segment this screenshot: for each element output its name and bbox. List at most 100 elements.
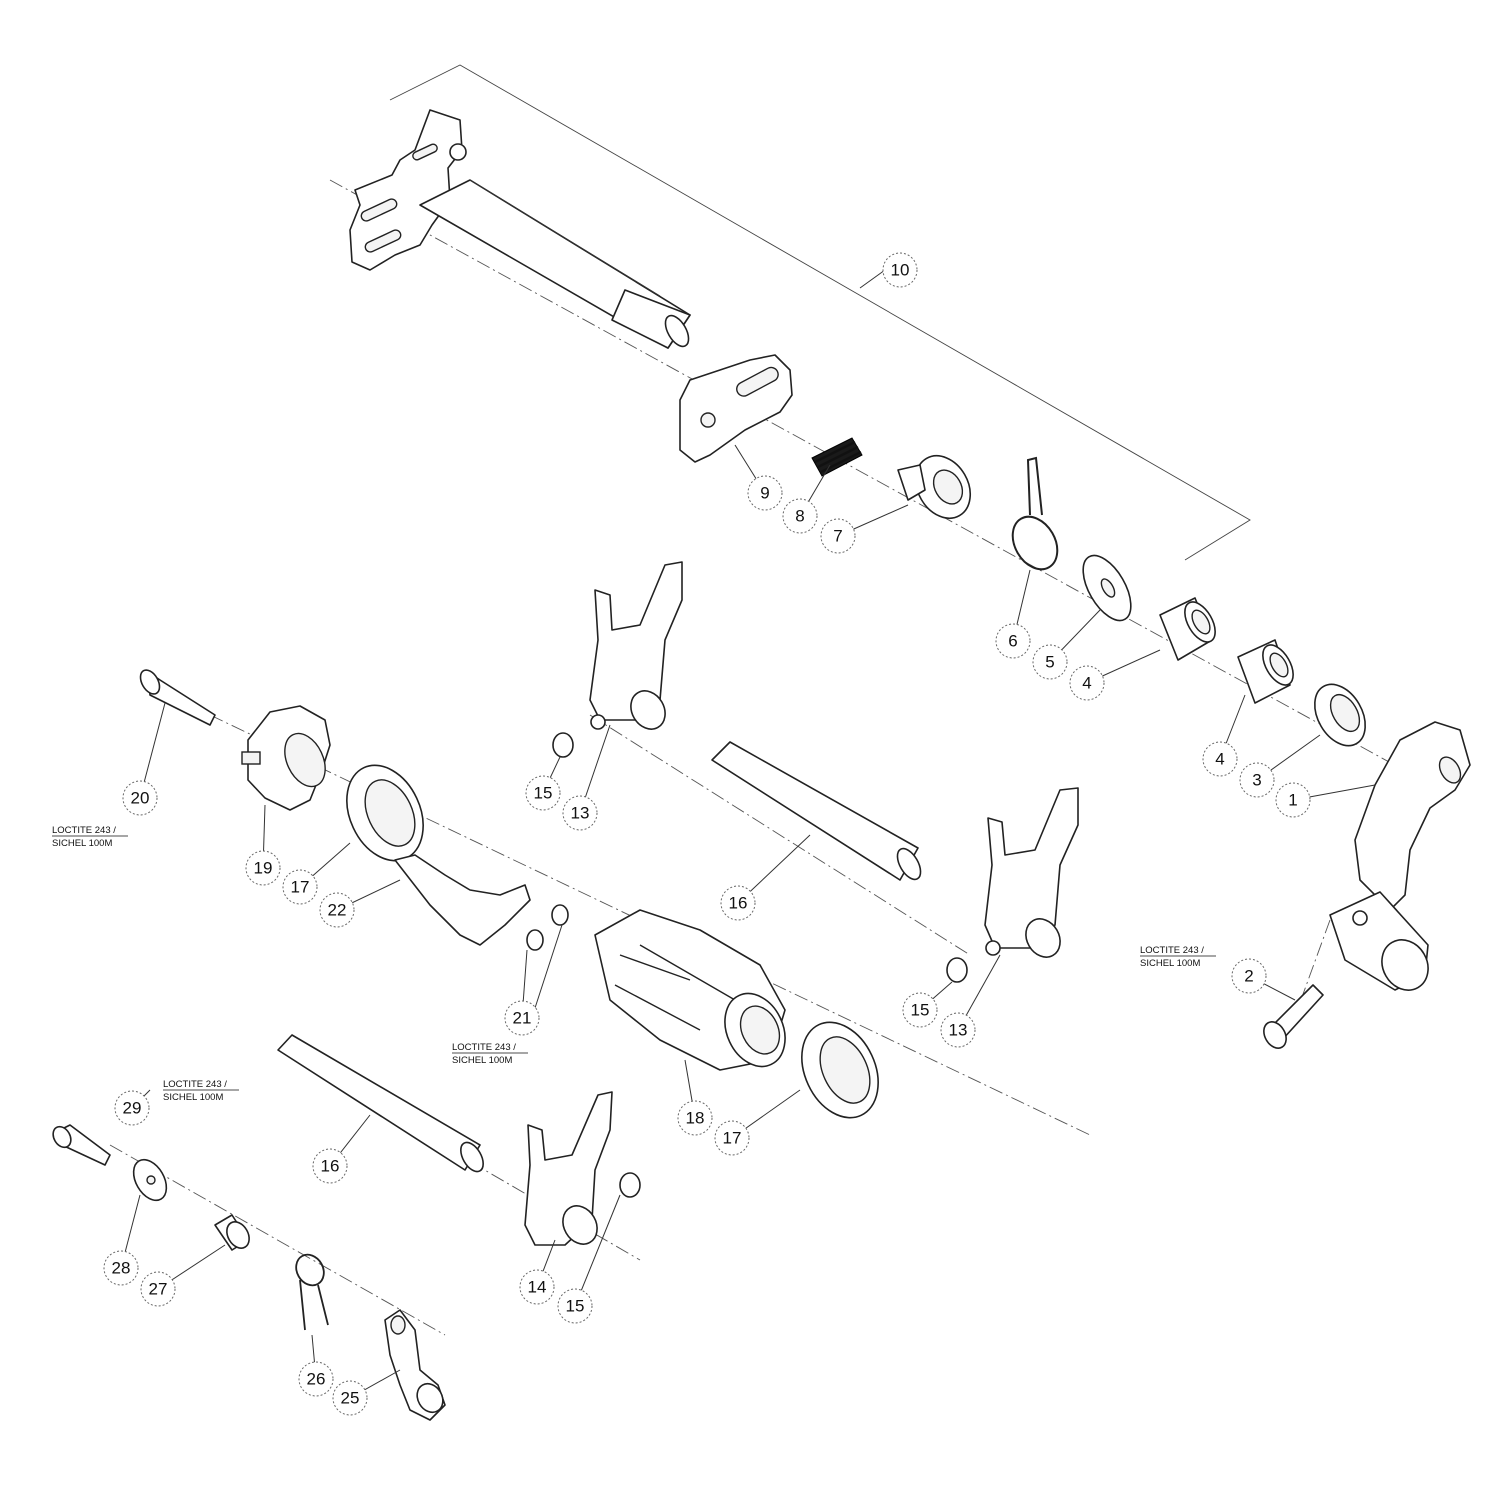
fork-rod-16b — [277, 1034, 484, 1173]
svg-text:16: 16 — [321, 1157, 340, 1176]
callout-9: 9 — [747, 475, 783, 511]
callout-26: 26 — [298, 1361, 334, 1397]
svg-text:13: 13 — [949, 1021, 968, 1040]
svg-text:13: 13 — [571, 804, 590, 823]
svg-text:17: 17 — [723, 1129, 742, 1148]
spring-8 — [811, 437, 863, 477]
washer-5 — [1082, 554, 1132, 622]
svg-text:LOCTITE 243 /: LOCTITE 243 / — [163, 1079, 227, 1090]
svg-text:SICHEL 100M: SICHEL 100M — [1140, 958, 1200, 969]
callout-27: 27 — [140, 1271, 176, 1307]
washer-28 — [132, 1158, 168, 1202]
roller-15b — [946, 957, 968, 983]
svg-text:25: 25 — [341, 1389, 360, 1408]
callout-7: 7 — [820, 518, 856, 554]
svg-text:22: 22 — [328, 901, 347, 920]
callout-18: 18 — [677, 1100, 713, 1136]
shift-drum-18 — [594, 909, 786, 1071]
shift-lever-1 — [1329, 721, 1471, 991]
svg-text:SICHEL 100M: SICHEL 100M — [52, 838, 112, 849]
loctite-note-29: LOCTITE 243 / SICHEL 100M — [163, 1079, 239, 1103]
loctite-note-20: LOCTITE 243 / SICHEL 100M — [52, 825, 128, 849]
locking-plate-22 — [394, 854, 531, 946]
screw-2 — [1263, 984, 1324, 1049]
svg-text:14: 14 — [528, 1278, 547, 1297]
svg-text:26: 26 — [307, 1370, 326, 1389]
ratchet-7 — [897, 455, 972, 519]
callout-21: 21 — [504, 1000, 540, 1036]
callouts: 10 9 8 7 6 5 4 4 3 1 2 20 19 17 22 15 13… — [103, 252, 1311, 1416]
callout-4a: 4 — [1069, 665, 1105, 701]
callout-2: 2 — [1231, 958, 1267, 994]
bolt-29 — [52, 1124, 111, 1166]
callout-29: 29 — [114, 1090, 150, 1126]
svg-text:19: 19 — [254, 859, 273, 878]
svg-text:5: 5 — [1045, 653, 1054, 672]
svg-text:7: 7 — [833, 527, 842, 546]
svg-text:29: 29 — [123, 1099, 142, 1118]
svg-text:15: 15 — [534, 784, 553, 803]
svg-text:28: 28 — [112, 1259, 131, 1278]
seal-ring-3 — [1313, 683, 1367, 747]
svg-text:16: 16 — [729, 894, 748, 913]
leader-lines — [120, 269, 1376, 1399]
callout-1: 1 — [1275, 782, 1311, 818]
svg-text:LOCTITE 243 /: LOCTITE 243 / — [452, 1042, 516, 1053]
callout-19: 19 — [245, 850, 281, 886]
shift-fork-13a — [589, 561, 683, 730]
callout-15b: 15 — [902, 992, 938, 1028]
svg-text:1: 1 — [1288, 791, 1297, 810]
bearing-17a — [346, 764, 424, 862]
callout-14: 14 — [519, 1269, 555, 1305]
loctite-note-2: LOCTITE 243 / SICHEL 100M — [1140, 945, 1216, 969]
svg-text:9: 9 — [760, 484, 769, 503]
return-spring-6 — [1011, 456, 1059, 571]
assembly-bracket-10 — [389, 64, 1251, 561]
callout-6: 6 — [995, 623, 1031, 659]
svg-text:3: 3 — [1252, 771, 1261, 790]
callout-8: 8 — [782, 498, 818, 534]
svg-text:10: 10 — [891, 261, 910, 280]
callout-3: 3 — [1239, 762, 1275, 798]
screw-21a — [551, 904, 569, 926]
svg-text:8: 8 — [795, 507, 804, 526]
roller-15a — [552, 732, 574, 758]
shift-fork-14 — [524, 1091, 613, 1246]
svg-text:20: 20 — [131, 789, 150, 808]
callout-16a: 16 — [720, 885, 756, 921]
screw-21b — [526, 929, 544, 951]
svg-text:21: 21 — [513, 1009, 532, 1028]
adhesive-notes: LOCTITE 243 / SICHEL 100M LOCTITE 243 / … — [52, 825, 1216, 1103]
bearing-17b — [801, 1021, 879, 1119]
loctite-note-21: LOCTITE 243 / SICHEL 100M — [452, 1042, 528, 1066]
svg-text:4: 4 — [1215, 750, 1224, 769]
callout-13b: 13 — [940, 1012, 976, 1048]
callout-22: 22 — [319, 892, 355, 928]
svg-text:4: 4 — [1082, 674, 1091, 693]
callout-13a: 13 — [562, 795, 598, 831]
shift-plate-9 — [679, 354, 793, 463]
svg-text:27: 27 — [149, 1280, 168, 1299]
svg-text:SICHEL 100M: SICHEL 100M — [452, 1055, 512, 1066]
lever-25 — [384, 1309, 446, 1421]
callout-5: 5 — [1032, 644, 1068, 680]
shift-fork-13b — [984, 787, 1079, 958]
spring-26 — [295, 1253, 329, 1331]
svg-text:17: 17 — [291, 878, 310, 897]
callout-20: 20 — [122, 780, 158, 816]
callout-15a: 15 — [525, 775, 561, 811]
callout-15c: 15 — [557, 1288, 593, 1324]
callout-10: 10 — [882, 252, 918, 288]
needle-bearing-4b — [1237, 639, 1294, 704]
bolt-20 — [139, 669, 216, 726]
fork-rod-16a — [711, 741, 922, 881]
callout-16b: 16 — [312, 1148, 348, 1184]
svg-text:2: 2 — [1244, 967, 1253, 986]
svg-text:6: 6 — [1008, 632, 1017, 651]
needle-bearing-4a — [1159, 597, 1216, 661]
svg-text:SICHEL 100M: SICHEL 100M — [163, 1092, 223, 1103]
roller-15c — [619, 1172, 641, 1198]
callout-28: 28 — [103, 1250, 139, 1286]
svg-text:LOCTITE 243 /: LOCTITE 243 / — [1140, 945, 1204, 956]
